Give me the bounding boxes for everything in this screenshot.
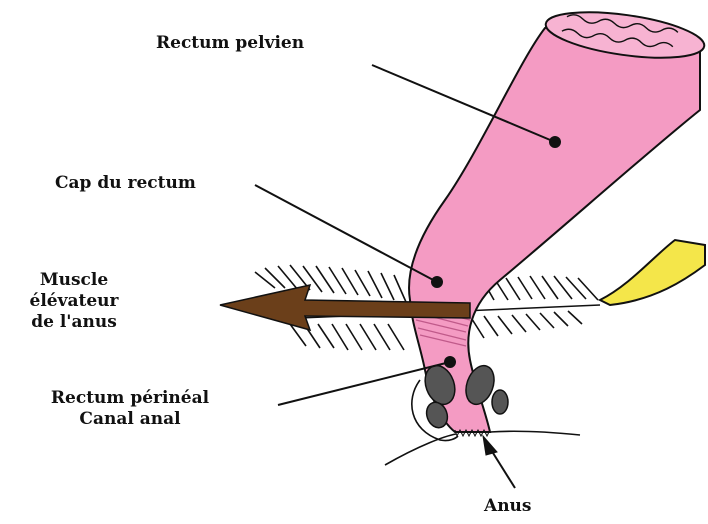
anus-arrow-head (483, 436, 497, 455)
label-rectum-pelvien: Rectum pelvien (156, 33, 304, 53)
label-muscle-line2: élévateur (18, 291, 130, 311)
perineum-bottom-left (385, 434, 456, 465)
label-cap-du-rectum: Cap du rectum (55, 173, 196, 193)
coccyx-shape (600, 240, 705, 305)
label-canal-anal: Canal anal (40, 409, 220, 429)
label-muscle-line3: de l'anus (18, 312, 130, 332)
sphincter-right-lower (492, 390, 508, 414)
label-anus: Anus (484, 496, 531, 516)
perineum-bottom-right (490, 431, 580, 435)
leader-cap (255, 185, 437, 282)
rectum-tube (409, 22, 700, 432)
label-rectum-perineal: Rectum périnéal (40, 388, 220, 408)
leader-perineal (278, 362, 450, 405)
label-muscle-line1: Muscle (18, 270, 130, 290)
